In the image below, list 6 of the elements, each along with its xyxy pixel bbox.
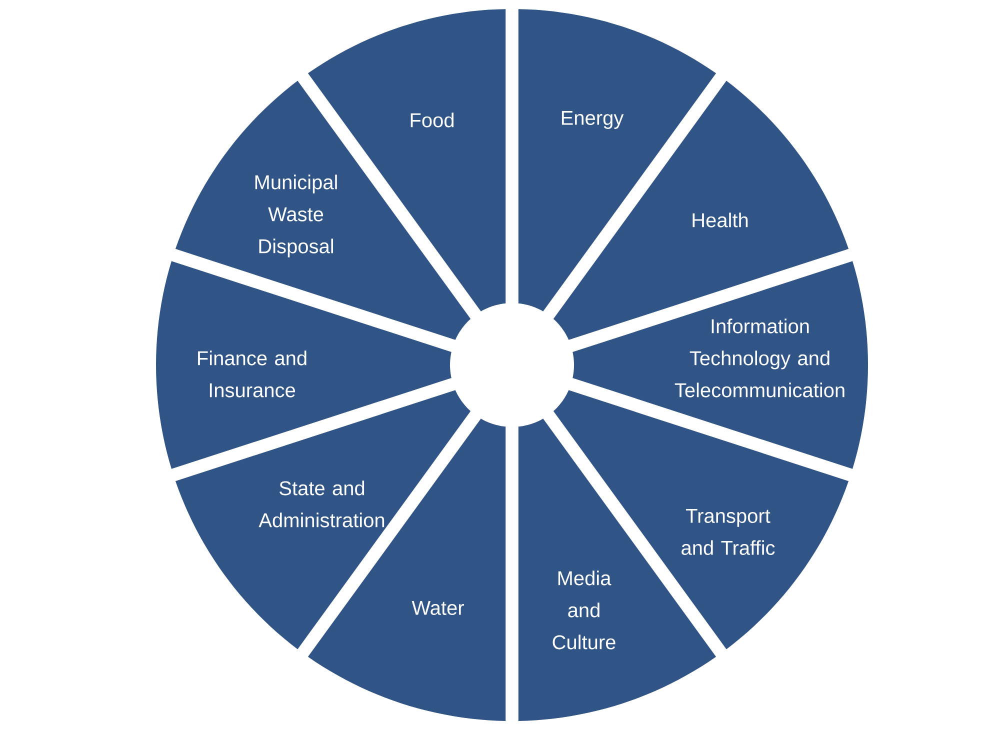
wheel-segment: Finance and Insurance (156, 261, 452, 469)
node-label: Water (412, 601, 464, 615)
node-label: Energy (562, 111, 624, 129)
node-label: Food (410, 112, 454, 128)
wheel-segment: Information Technology and Telecommunication (572, 261, 868, 469)
node-label: Media and Culture (552, 570, 616, 650)
